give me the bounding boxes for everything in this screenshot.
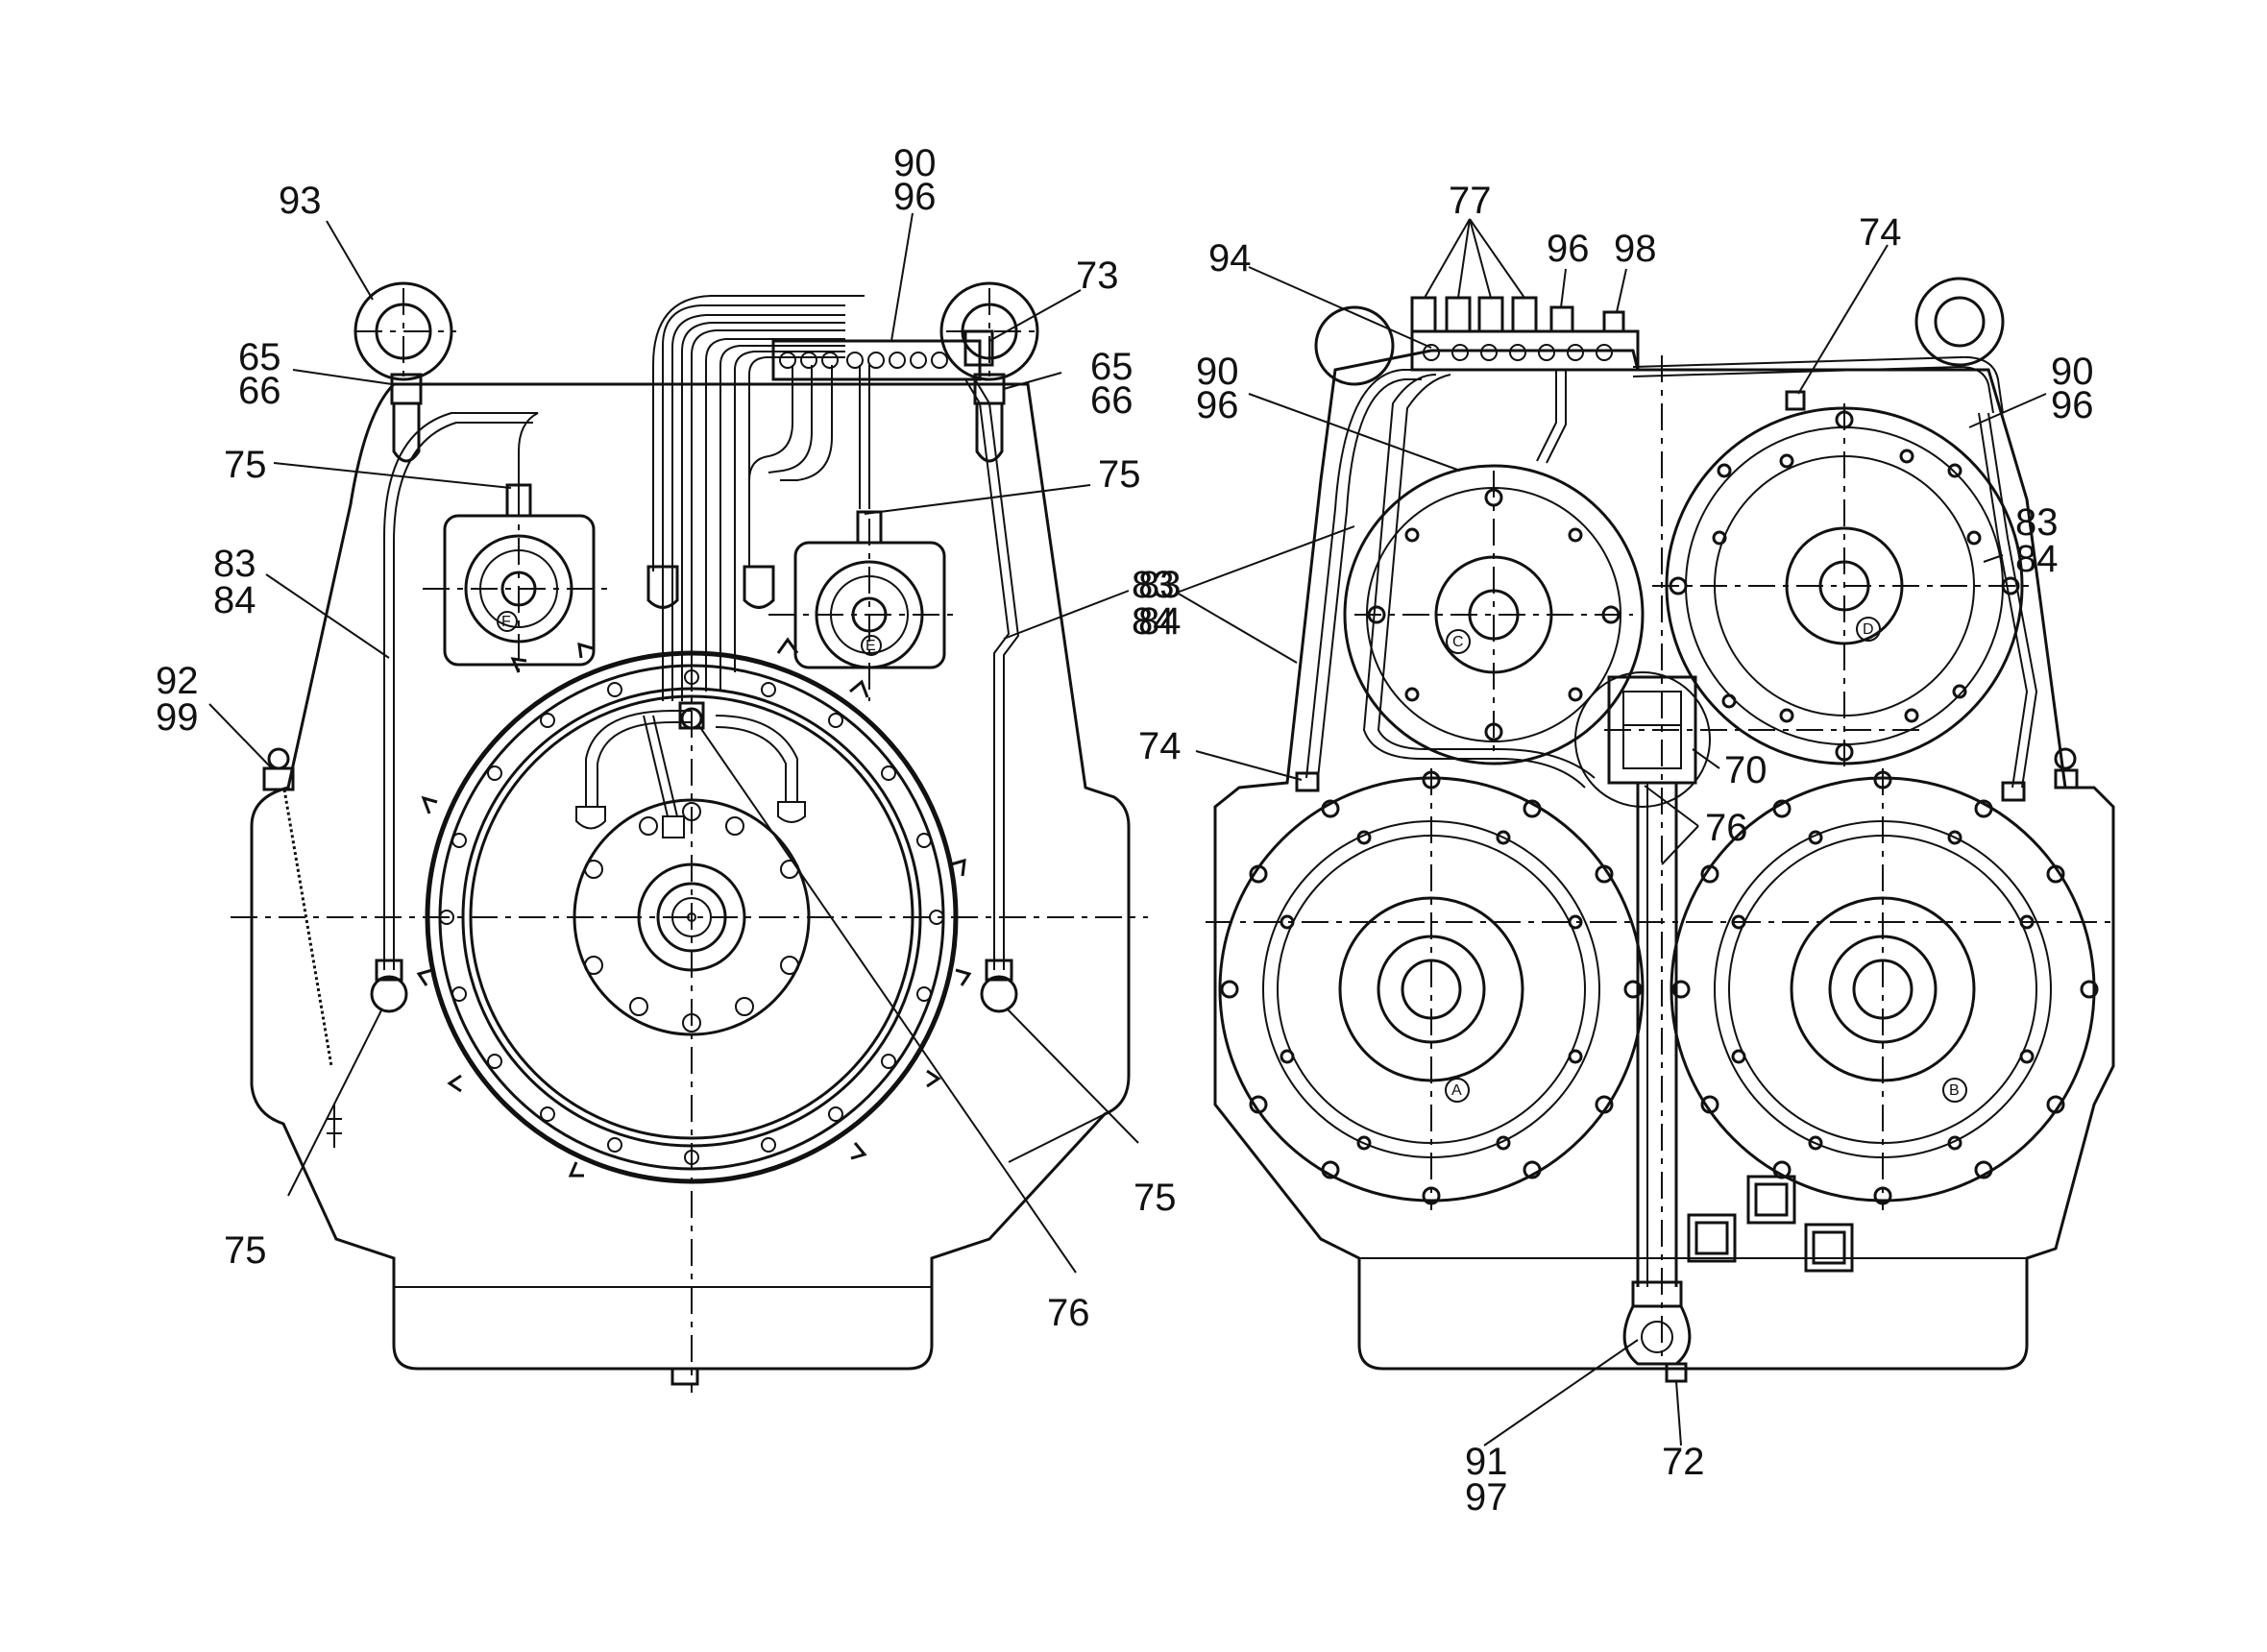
left-edge-mark: [1008, 1113, 1106, 1163]
callout-83-right: 83: [1138, 564, 1182, 606]
callout-84-right: 84: [1138, 600, 1182, 643]
vertical-drain-tube: [1622, 783, 1692, 1383]
callout-92: 92: [156, 660, 199, 702]
left-manifold-ports: [779, 352, 948, 369]
callout-83-right-right: 83: [2015, 501, 2059, 544]
callout-75-bottom-right: 75: [1134, 1177, 1177, 1219]
callout-83-right-view: 83: [1132, 564, 1175, 606]
left-pipe-ends: [646, 565, 775, 609]
callout-96-right-left: 96: [1196, 384, 1239, 426]
letter-B: B: [1949, 1082, 1960, 1099]
right-pipe-83-84-right-b: [1987, 412, 2038, 789]
callout-99: 99: [156, 696, 199, 739]
leader-lines: [208, 212, 2047, 1446]
callout-70: 70: [1724, 749, 1767, 791]
callout-numbers: 93 65 66 75 83 84 92 99 75 90 96 73 65 6…: [156, 142, 2094, 1518]
callout-90-right-right: 90: [2051, 351, 2094, 393]
right-pipe-83-84-left: [1305, 369, 1422, 779]
left-drain-plug: [670, 1367, 699, 1386]
inspection-covers: [1687, 1175, 1854, 1273]
right-inner-pipe: [1362, 374, 1586, 789]
right-ring-fitting-74: [1295, 390, 2079, 802]
callout-96-left: 96: [893, 176, 937, 218]
fitting-65-left: [390, 373, 423, 405]
callout-72: 72: [1662, 1441, 1705, 1483]
callout-75-bottom-left: 75: [224, 1229, 267, 1272]
callout-76-right: 76: [1705, 807, 1748, 849]
left-pipe-83-84-left-b: [393, 422, 533, 970]
callout-96-right-right: 96: [2051, 384, 2094, 426]
left-housing-outline: [250, 382, 1131, 1371]
callout-74-top: 74: [1859, 211, 1902, 254]
callout-75-top-right: 75: [1098, 453, 1141, 496]
left-pipe-83-84-right: [964, 378, 1011, 970]
callout-66-left: 66: [238, 370, 281, 412]
fitting-75-bottom-left: [370, 959, 408, 1013]
callout-83-left: 83: [213, 543, 256, 585]
callout-98: 98: [1614, 228, 1657, 270]
right-view: C D: [1206, 277, 2118, 1383]
callout-76-left: 76: [1047, 1292, 1090, 1334]
letter-E: E: [865, 638, 876, 654]
fitting-75-bottom-right: [980, 959, 1018, 1013]
callout-90-right-left: 90: [1196, 351, 1239, 393]
letter-F: F: [501, 614, 511, 630]
valve-block-70: [1574, 671, 1711, 808]
callout-84-left: 84: [213, 579, 256, 621]
callout-90-left: 90: [893, 142, 937, 184]
callout-66-right: 66: [1090, 379, 1134, 422]
right-centerlines: [1206, 355, 2118, 1364]
left-pipe-bundle: [652, 295, 865, 701]
letter-D: D: [1863, 621, 1874, 638]
callout-96-top: 96: [1547, 228, 1590, 270]
letter-A: A: [1451, 1082, 1462, 1099]
right-pipe-83-84-right: [1978, 412, 2029, 789]
left-flange-bolts: [439, 669, 944, 1165]
callout-65-right: 65: [1090, 346, 1134, 388]
left-view: F E: [231, 281, 1148, 1393]
right-lifting-eye-right: [1914, 277, 2005, 367]
callout-91: 91: [1465, 1441, 1508, 1483]
callout-77: 77: [1449, 180, 1492, 222]
left-manifold-block: [771, 339, 982, 381]
callout-97: 97: [1465, 1476, 1508, 1518]
right-top-pipe-b: [1632, 365, 1994, 414]
right-top-pipe: [1632, 355, 2004, 414]
callout-84-right-right: 84: [2015, 538, 2059, 580]
left-pipe-83-84-left: [383, 412, 539, 970]
left-dipstick-chain: [262, 747, 342, 1148]
callout-84-right-view: 84: [1132, 600, 1175, 643]
tube-stub-left: [392, 403, 421, 463]
right-manifold-ports: [1423, 344, 1613, 361]
callout-65-left: 65: [238, 336, 281, 378]
left-flange-lugs: [416, 637, 972, 1178]
tube-stub-right: [975, 403, 1004, 463]
right-manifold-fittings: [1410, 296, 1625, 333]
right-pipe-83-84-left-b: [1317, 378, 1422, 779]
callout-75-top-left: 75: [224, 444, 267, 486]
letter-C: C: [1452, 634, 1464, 650]
right-inner-pipe-b: [1377, 374, 1596, 779]
callout-93: 93: [279, 180, 322, 222]
left-internal-tubes: [575, 710, 806, 838]
callout-73: 73: [1076, 255, 1119, 297]
callout-94: 94: [1208, 237, 1252, 279]
left-centerlines: [231, 288, 1148, 1393]
right-lifting-eye-left: [1314, 305, 1395, 386]
left-pipe-83-84-right-b: [974, 378, 1020, 970]
fitting-73: [963, 329, 994, 367]
right-pipe-to-C-b: [1546, 370, 1567, 464]
callout-74-left: 74: [1138, 725, 1182, 767]
right-pipe-to-C: [1536, 370, 1557, 462]
